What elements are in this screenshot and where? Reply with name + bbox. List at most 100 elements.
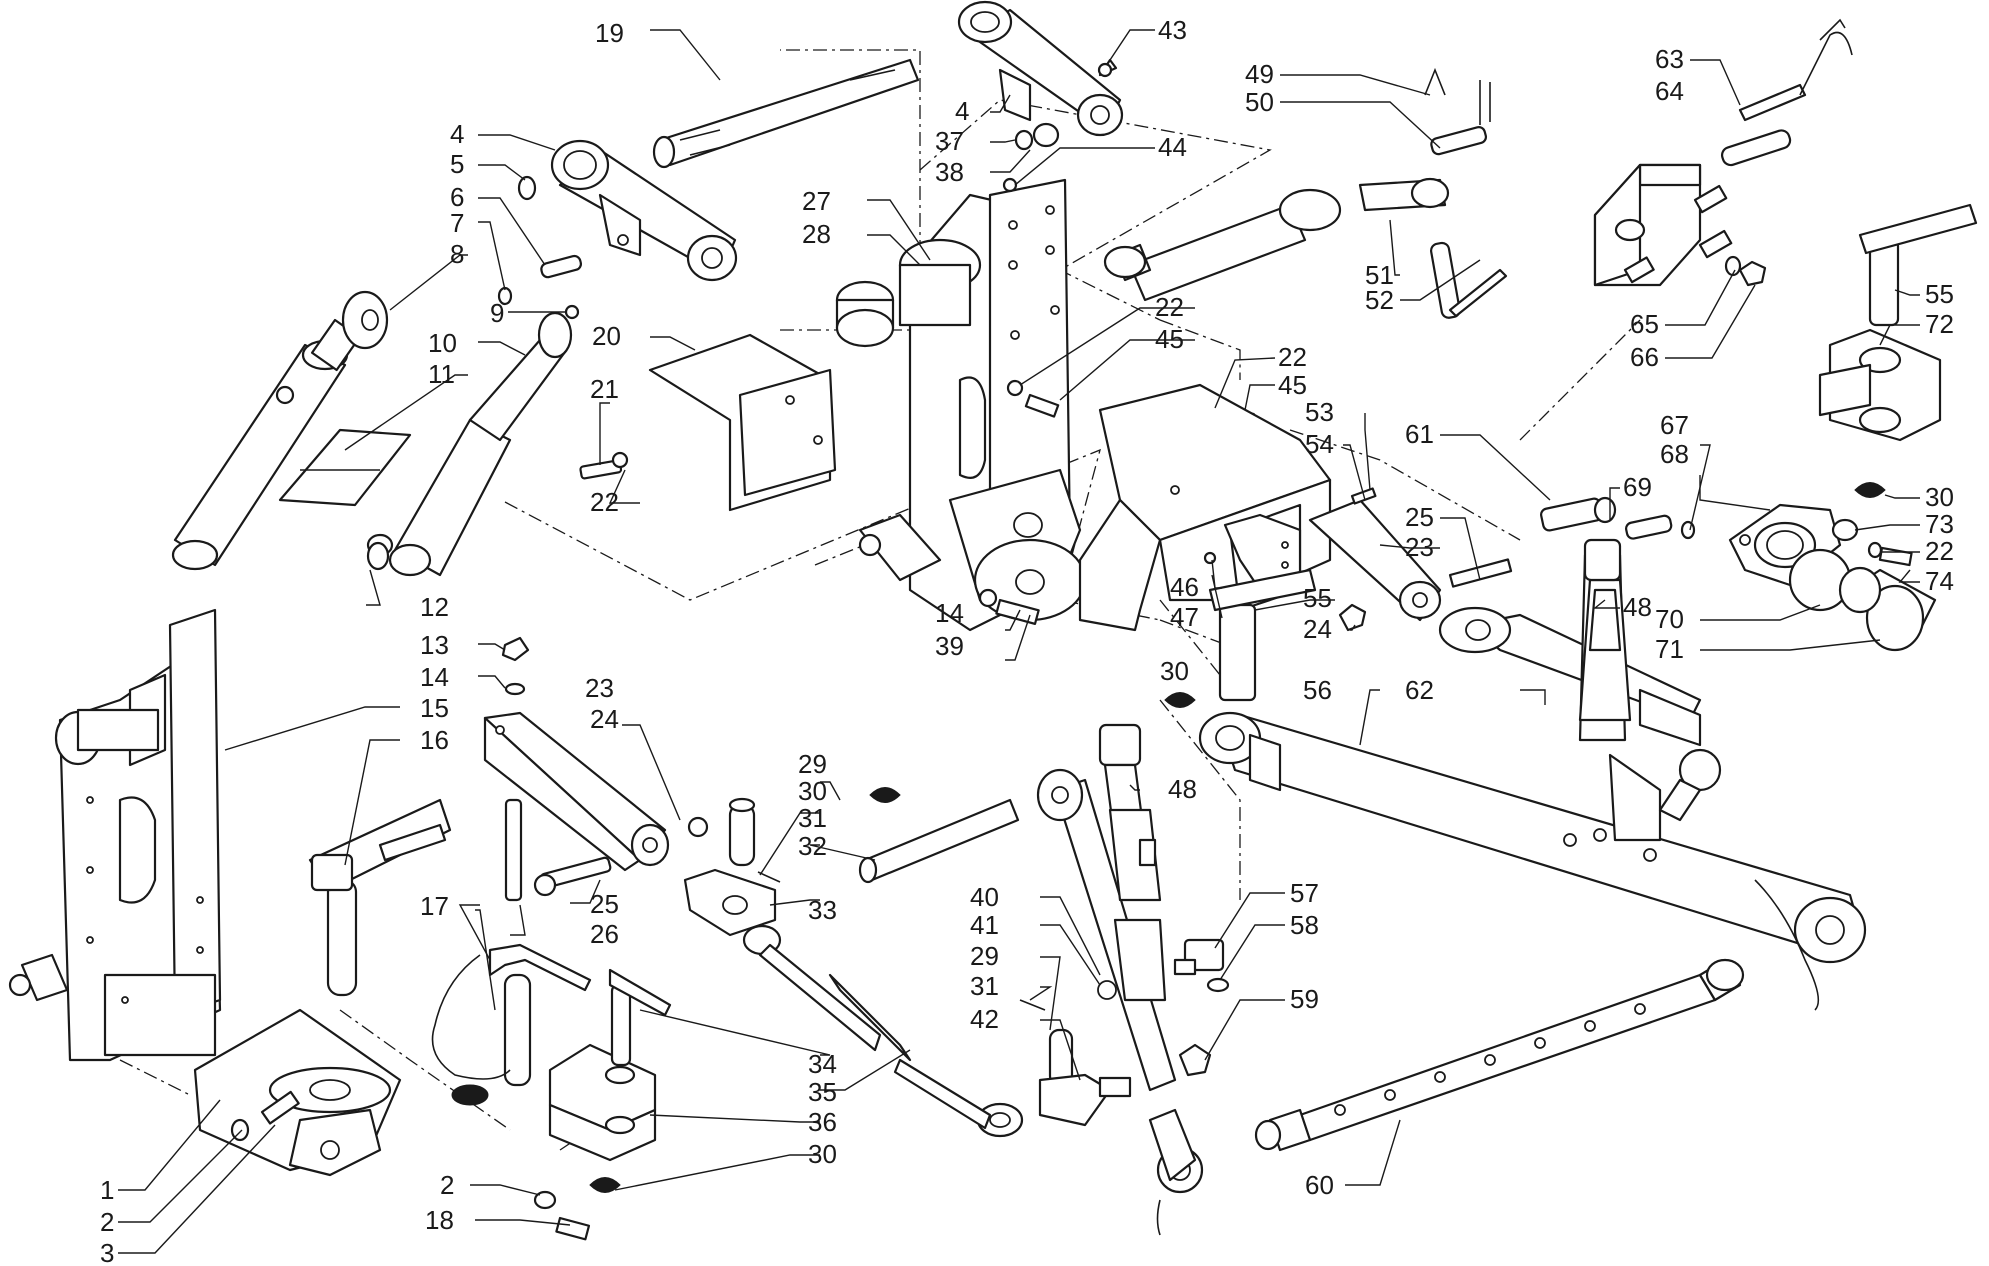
grease-nipple-44 (1002, 177, 1018, 193)
split-pin-31b (1019, 999, 1046, 1011)
callout-10: 10 (428, 328, 457, 358)
callout-71: 71 (1655, 634, 1684, 664)
callout-27: 27 (802, 186, 831, 216)
callout-24b: 24 (1303, 614, 1332, 644)
callout-44: 44 (1158, 132, 1187, 162)
callout-14b: 14 (935, 598, 964, 628)
callout-34: 34 (808, 1049, 837, 1079)
callout-45a: 45 (1155, 324, 1184, 354)
turnbuckle-48a (1098, 723, 1167, 1002)
bracket-36 (548, 1043, 657, 1162)
callout-33: 33 (808, 895, 837, 925)
callout-37: 37 (935, 126, 964, 156)
pin-69 (1625, 514, 1673, 540)
callout-73: 73 (1925, 509, 1954, 539)
clip-30b (589, 1177, 621, 1193)
pin-50 (1424, 67, 1491, 156)
callout-23b: 23 (1405, 532, 1434, 562)
callout-4: 4 (450, 119, 464, 149)
pin-55b (1858, 203, 1978, 327)
callout-66: 66 (1630, 342, 1659, 372)
callout-48b: 48 (1623, 592, 1652, 622)
lower-link-long (1198, 711, 1867, 1011)
washer-14 (504, 682, 526, 696)
decal-plate (278, 428, 412, 507)
callout-2b: 2 (440, 1170, 454, 1200)
lift-arm-right (957, 0, 1124, 151)
callout-30d: 30 (1925, 482, 1954, 512)
callout-55a: 55 (1303, 583, 1332, 613)
callout-54: 54 (1305, 429, 1334, 459)
callout-55b: 55 (1925, 279, 1954, 309)
hitch-pin-chain (431, 943, 592, 1106)
callout-30c: 30 (1160, 656, 1189, 686)
callout-15: 15 (420, 693, 449, 723)
lift-cylinder (171, 290, 389, 571)
callout-50: 50 (1245, 87, 1274, 117)
callout-46: 46 (1170, 572, 1199, 602)
pin-32 (858, 798, 1020, 884)
bolt-26 (504, 798, 523, 902)
callout-61: 61 (1405, 419, 1434, 449)
bolt-39 (978, 588, 1040, 625)
callout-22: 22 (590, 487, 619, 517)
callout-7: 7 (450, 208, 464, 238)
callout-48a: 48 (1168, 774, 1197, 804)
bolt-25a (533, 856, 612, 897)
callout-70: 70 (1655, 604, 1684, 634)
callout-2a: 2 (100, 1207, 114, 1237)
lift-arm-left (550, 139, 738, 282)
callout-45b: 45 (1278, 370, 1307, 400)
bolt-21 (579, 451, 629, 480)
drawbar (1254, 958, 1745, 1152)
callout-1: 1 (100, 1175, 114, 1205)
callout-63: 63 (1655, 44, 1684, 74)
callout-18: 18 (425, 1205, 454, 1235)
link-bar-left (483, 711, 709, 872)
callout-4b: 4 (955, 96, 969, 126)
callout-53: 53 (1305, 397, 1334, 427)
callout-47: 47 (1170, 602, 1199, 632)
clevis-block (1593, 163, 1733, 287)
clevis-42 (1038, 1073, 1132, 1127)
callout-14: 14 (420, 662, 449, 692)
clevis-33 (683, 868, 777, 937)
leveling-rod-48b (1578, 538, 1722, 842)
link-bar-right (1308, 498, 1442, 622)
callout-3: 3 (100, 1238, 114, 1266)
callout-29a: 29 (798, 749, 827, 779)
pin-55a (1208, 568, 1317, 702)
callout-59: 59 (1290, 984, 1319, 1014)
hook-bolt (230, 1090, 300, 1142)
callout-13: 13 (420, 630, 449, 660)
callout-58: 58 (1290, 910, 1319, 940)
center-frame (858, 178, 1087, 632)
clevis-72 (1818, 328, 1942, 442)
callout-35: 35 (808, 1077, 837, 1107)
circlip (517, 175, 537, 201)
callout-22d: 22 (1925, 536, 1954, 566)
grease-nipple-9 (564, 304, 580, 320)
ring-68 (1680, 520, 1696, 540)
bolt-18 (555, 1216, 591, 1241)
bolt-45a (1006, 379, 1060, 418)
callout-41: 41 (970, 910, 999, 940)
callout-65: 65 (1630, 309, 1659, 339)
bushing (835, 280, 895, 348)
callout-labels: 19 4 5 6 7 8 9 10 11 12 13 14 15 16 17 2… (100, 15, 1954, 1266)
callout-51: 51 (1365, 260, 1394, 290)
callout-43: 43 (1158, 15, 1187, 45)
callout-25b: 25 (1405, 502, 1434, 532)
left-lift-bracket (8, 608, 222, 1062)
splined-shaft (652, 58, 920, 169)
pin-with-chain (1720, 18, 1853, 167)
washer-73 (1831, 518, 1859, 542)
o-ring (366, 541, 390, 571)
callout-22c: 22 (1278, 342, 1307, 372)
callout-16: 16 (420, 725, 449, 755)
callout-19: 19 (595, 18, 624, 48)
callout-68: 68 (1660, 439, 1689, 469)
callout-52: 52 (1365, 285, 1394, 315)
pin-52 (1430, 241, 1508, 319)
leader-lines (118, 29, 1920, 1254)
